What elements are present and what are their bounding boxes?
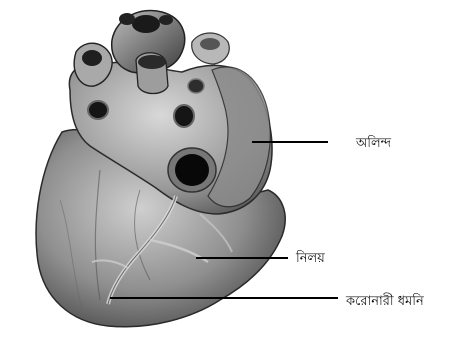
pulmonary-vein-opening <box>200 38 220 50</box>
vein-opening-a <box>88 101 108 119</box>
atrium-label: অলিন্দ <box>356 134 391 155</box>
vein-opening-b <box>174 105 194 127</box>
vena-cava-opening <box>138 55 166 69</box>
ivc-opening <box>175 154 209 186</box>
ventricle-label: নিলয় <box>296 249 325 270</box>
vessel-opening-2 <box>119 13 135 25</box>
vessel-opening-1 <box>132 15 160 33</box>
pulmonary-opening <box>82 50 102 66</box>
vessel-opening-3 <box>159 15 173 25</box>
coronary-artery-label: করোনারী ধমনি <box>346 292 424 313</box>
vein-opening-c <box>188 79 204 93</box>
